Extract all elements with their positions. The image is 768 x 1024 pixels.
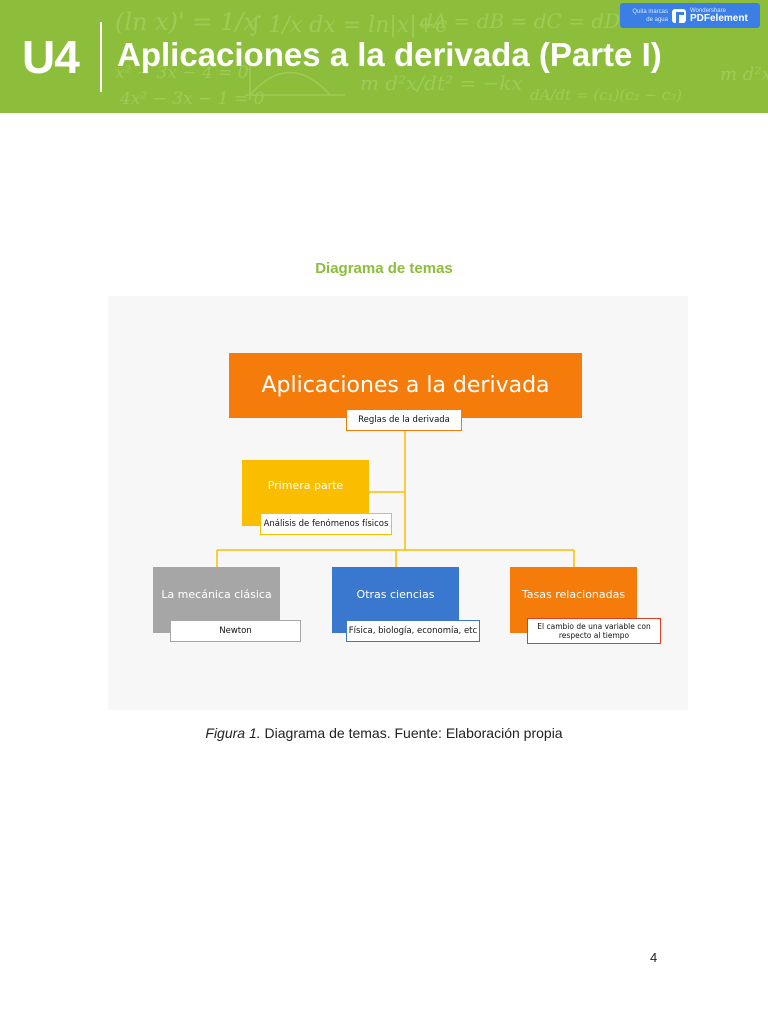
figure-caption: Figura 1. Diagrama de temas. Fuente: Ela… (0, 725, 768, 741)
svg-text:x² − 3x − 4 = 0: x² − 3x − 4 = 0 (115, 63, 249, 83)
section-title: Diagrama de temas (315, 260, 453, 277)
watermark-badge[interactable]: Quita marcas de agua Wondershare PDFelem… (620, 3, 760, 28)
math-formulas-decoration: (ln x)' = 1/x ∫ 1/x dx = ln|x|+c dA = dB… (115, 8, 768, 109)
svg-text:4x² − 3x − 1 = 0: 4x² − 3x − 1 = 0 (119, 89, 265, 109)
svg-text:dA = dB = dC = dD: dA = dB = dC = dD (420, 9, 620, 33)
figure-label: Figura 1. (205, 725, 261, 741)
rules-subbox: Reglas de la derivada (346, 409, 462, 431)
page-title: Aplicaciones a la derivada (Parte I) (117, 36, 662, 73)
phenomena-subbox: Análisis de fenómenos físicos (260, 513, 392, 535)
unit-label: U4 (22, 31, 80, 83)
header-banner: (ln x)' = 1/x ∫ 1/x dx = ln|x|+c dA = dB… (0, 0, 768, 113)
svg-text:(ln x)' = 1/x: (ln x)' = 1/x (115, 8, 257, 36)
topic-diagram: Aplicaciones a la derivada Reglas de la … (108, 296, 688, 710)
watermark-product: PDFelement (690, 12, 748, 24)
newton-subbox: Newton (170, 620, 301, 642)
page-number: 4 (650, 950, 658, 965)
svg-text:∫ 1/x dx = ln|x|+c: ∫ 1/x dx = ln|x|+c (250, 13, 447, 38)
diagram-connectors (216, 431, 575, 567)
main-topic-box: Aplicaciones a la derivada (229, 353, 582, 418)
watermark-brand: Wondershare (690, 7, 726, 14)
rate-change-subbox: El cambio de una variable con respecto a… (527, 618, 661, 644)
header-divider (100, 22, 102, 92)
svg-text:m d²x/dt²: m d²x/dt² (720, 64, 768, 85)
svg-text:m d²x/dt² = −kx: m d²x/dt² = −kx (360, 71, 523, 95)
sciences-subbox: Física, biología, economía, etc (346, 620, 480, 642)
figure-caption-text: Diagrama de temas. Fuente: Elaboración p… (260, 725, 563, 741)
svg-text:dA/dt = (c₁)(c₂ − c₃): dA/dt = (c₁)(c₂ − c₃) (530, 86, 682, 104)
pdfelement-logo-icon (672, 8, 686, 23)
watermark-remove-text: Quita marcas de agua (632, 8, 668, 23)
